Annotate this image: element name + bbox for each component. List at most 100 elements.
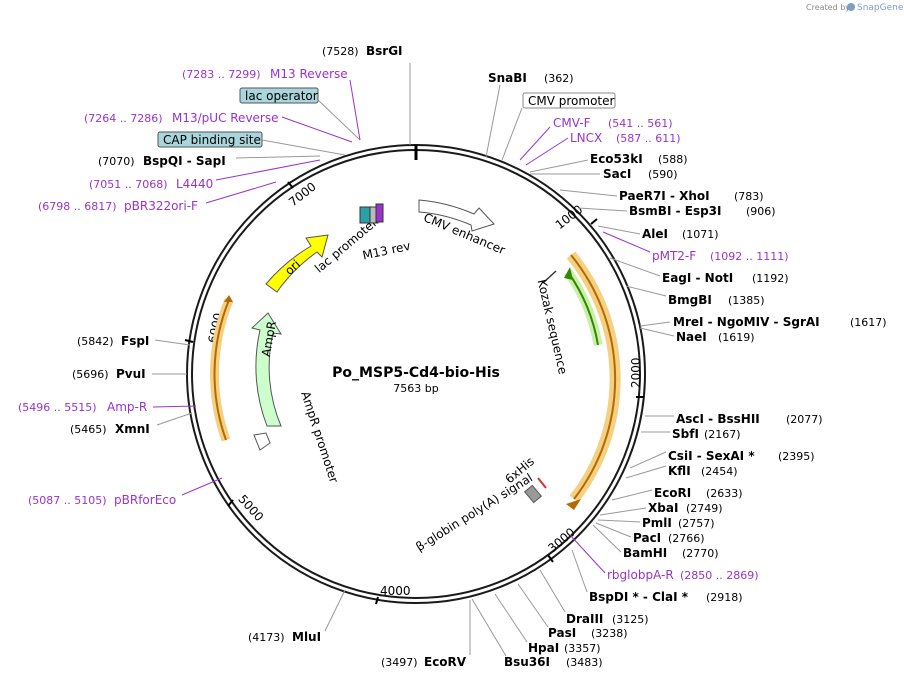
site-bsmbi[interactable]: BsmBI - Esp3I (906): [577, 204, 776, 218]
site-pmli[interactable]: PmlI (2757): [597, 516, 715, 530]
site-sbfi[interactable]: SbfI (2167): [641, 427, 741, 441]
site-snabi[interactable]: SnaBI (362): [485, 71, 574, 158]
orf-left-line: [213, 299, 230, 441]
site-bsmbi-pos: (906): [746, 205, 776, 218]
primer-pmt2f[interactable]: pMT2-F (1092 .. 1111): [602, 231, 789, 263]
site-paci-pos: (2766): [668, 532, 705, 545]
site-xbai[interactable]: XbaI (2749): [599, 501, 723, 516]
site-paer7i-name: PaeR7I - XhoI: [619, 189, 710, 203]
site-alei[interactable]: AleI (1071): [597, 225, 719, 241]
tick-1000: 1000: [553, 202, 586, 232]
site-csii[interactable]: CsiI - SexAI * (2395): [629, 449, 815, 469]
site-eagi[interactable]: EagI - NotI (1192): [609, 257, 789, 285]
primer-rbglobpa[interactable]: rbglobpA-R (2850 .. 2869): [569, 534, 759, 582]
site-bsu36i[interactable]: Bsu36I (3483): [471, 598, 603, 669]
primer-pbrforeco-pos: (5087 .. 5105): [28, 494, 107, 507]
site-pvui-name: PvuI: [116, 367, 146, 381]
site-asci-name: AscI - BssHII: [676, 412, 760, 426]
primer-m13puc-name: M13/pUC Reverse: [172, 111, 279, 125]
site-eco53ki-name: Eco53kI: [590, 152, 643, 166]
primer-ampr[interactable]: (5496 .. 5515) Amp-R: [18, 400, 197, 414]
site-ecori-name: EcoRI: [654, 486, 691, 500]
site-mrei[interactable]: MreI - NgoMIV - SgrAI (1617): [639, 315, 887, 329]
primer-l4440[interactable]: (7051 .. 7068) L4440: [89, 159, 321, 191]
lac-operator-leader: [317, 99, 361, 141]
site-draiii[interactable]: DraIII (3125): [539, 569, 649, 626]
site-bsrgi-pos: (7528): [322, 45, 359, 58]
site-pasi-name: PasI: [548, 626, 576, 640]
site-saci[interactable]: SacI (590): [530, 167, 678, 181]
site-xmni[interactable]: (5465) XmnI: [70, 412, 193, 436]
site-bmgbi[interactable]: BmgBI (1385): [625, 285, 765, 307]
site-pvui[interactable]: (5696) PvuI: [72, 367, 187, 381]
primer-ampr-name: Amp-R: [107, 400, 147, 414]
site-ecorv-pos: (3497): [381, 656, 418, 669]
orf-outer-arrowhead: [566, 499, 581, 510]
site-paer7i[interactable]: PaeR7I - XhoI (783): [559, 189, 764, 203]
site-bsrgi[interactable]: (7528) BsrGI: [322, 44, 411, 145]
site-naei-pos: (1619): [718, 331, 755, 344]
primer-l4440-name: L4440: [176, 177, 213, 191]
lac-operator-box: [359, 206, 371, 224]
site-ecori[interactable]: EcoRI (2633): [611, 486, 743, 501]
primer-lncx[interactable]: LNCX (587 .. 611): [525, 131, 681, 166]
site-fspi-name: FspI: [121, 334, 149, 348]
site-bspqi[interactable]: (7070) BspQI - SapI: [98, 154, 321, 168]
primer-pbr322ori-name: pBR322ori-F: [124, 199, 198, 213]
primer-pmt2f-name: pMT2-F: [652, 249, 696, 263]
site-fspi-pos: (5842): [77, 335, 114, 348]
site-fspi[interactable]: (5842) FspI: [77, 334, 191, 348]
ampr-promoter-label: AmpR promoter: [298, 390, 341, 485]
site-kfli[interactable]: KflI (2454): [625, 464, 738, 479]
site-mlui[interactable]: (4173) MluI: [248, 589, 346, 644]
site-mrei-name: MreI - NgoMIV - SgrAI: [673, 315, 820, 329]
primer-m13puc-pos: (7264 .. 7286): [84, 112, 163, 125]
primer-cmvf[interactable]: CMV-F (541 .. 561): [519, 116, 673, 161]
site-mlui-pos: (4173): [248, 631, 285, 644]
site-bspdi[interactable]: BspDI * - ClaI * (2918): [571, 549, 743, 604]
globin-label: β-globin poly(A) signal: [413, 471, 535, 554]
site-draiii-pos: (3125): [612, 613, 649, 626]
primer-pbrforeco[interactable]: (5087 .. 5105) pBRforEco: [28, 477, 223, 507]
primer-pbrforeco-name: pBRforEco: [114, 493, 176, 507]
orf-outer-line: [570, 254, 617, 500]
site-bamhi-pos: (2770): [682, 547, 719, 560]
site-bspdi-pos: (2918): [706, 591, 743, 604]
site-mlui-name: MluI: [292, 630, 321, 644]
cmv-enhancer-arrow: [418, 199, 495, 232]
site-bspqi-name: BspQI - SapI: [143, 154, 226, 168]
site-hpai[interactable]: HpaI (3357): [494, 593, 601, 655]
orf-green-arrowhead: [564, 267, 573, 280]
site-ecori-pos: (2633): [706, 487, 743, 500]
tick-4000: 4000: [380, 584, 411, 598]
primer-m13reverse[interactable]: (7283 .. 7299) M13 Reverse: [182, 67, 361, 141]
site-bsu36i-pos: (3483): [566, 656, 603, 669]
site-naei[interactable]: NaeI (1619): [639, 327, 755, 344]
site-bamhi[interactable]: BamHI (2770): [592, 524, 719, 560]
credit-prefix: Created by: [806, 3, 850, 12]
site-kfli-pos: (2454): [701, 465, 738, 478]
site-xmni-pos: (5465): [70, 423, 107, 436]
site-ecorv-name: EcoRV: [424, 655, 467, 669]
site-bamhi-name: BamHI: [623, 546, 667, 560]
cmv-promoter-label: CMV promoter: [528, 94, 615, 108]
plasmid-length: 7563 bp: [393, 382, 438, 395]
site-snabi-name: SnaBI: [488, 71, 527, 85]
site-eco53ki[interactable]: Eco53kI (588): [529, 152, 688, 173]
primer-pbr322ori[interactable]: (6798 .. 6817) pBR322ori-F: [38, 181, 277, 213]
primer-m13puc[interactable]: (7264 .. 7286) M13/pUC Reverse: [84, 111, 353, 143]
site-asci[interactable]: AscI - BssHII (2077): [645, 412, 823, 426]
cmv-promoter-box: [522, 92, 616, 109]
site-pmli-name: PmlI: [642, 516, 672, 530]
site-bmgbi-name: BmgBI: [668, 293, 712, 307]
site-bmgbi-pos: (1385): [728, 294, 765, 307]
site-bspqi-pos: (7070): [98, 155, 135, 168]
site-paci-name: PacI: [633, 531, 661, 545]
primer-rbglobpa-pos: (2850 .. 2869): [680, 569, 759, 582]
site-ecorv[interactable]: (3497) EcoRV: [381, 600, 471, 669]
cap-site-label-box: [157, 131, 263, 148]
site-hpai-name: HpaI: [528, 641, 559, 655]
site-pasi[interactable]: PasI (3238): [517, 583, 628, 640]
site-paci[interactable]: PacI (2766): [595, 522, 705, 545]
